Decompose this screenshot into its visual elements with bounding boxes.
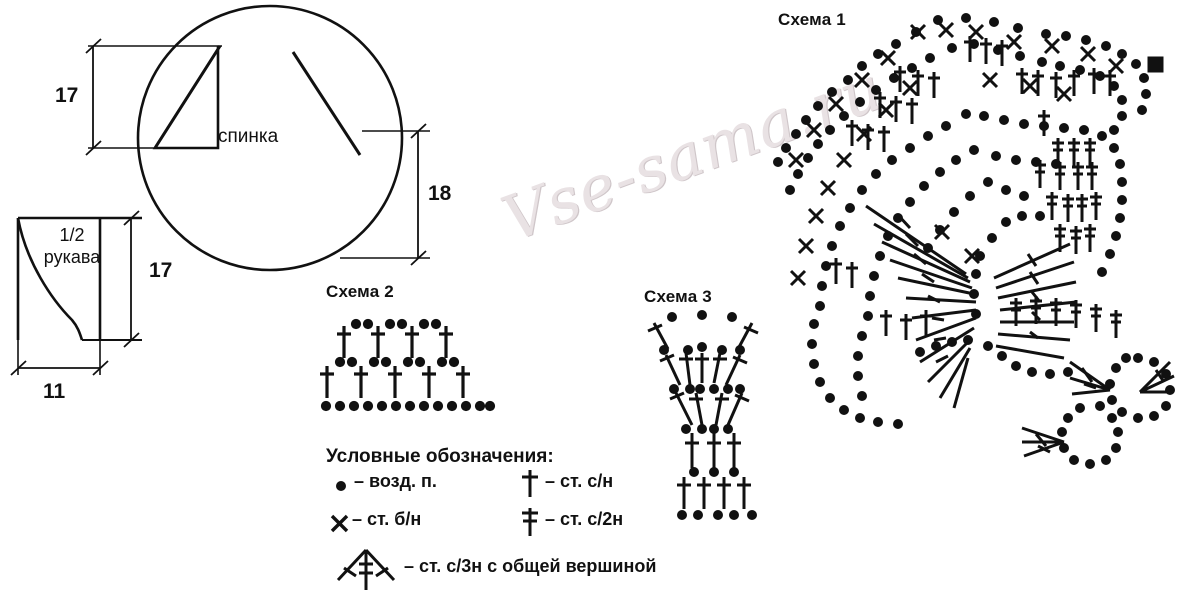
dimension-label-back-width: 18 (428, 182, 452, 205)
scheme3-row3-chains (669, 384, 745, 394)
back-piece-circle (136, 4, 404, 272)
scheme1-outer-chain-arc-2 (773, 27, 921, 167)
scheme3-row2-posts (685, 433, 741, 468)
scheme2-row2-chains (350, 318, 442, 330)
scheme1-picot-ring-2 (1057, 401, 1123, 469)
neckline-diagonal-left (153, 45, 222, 149)
scheme3-row1-chains (689, 467, 739, 477)
shoulder-slash-right (291, 51, 362, 156)
sleeve-label-word: рукава (43, 247, 101, 267)
scheme1-inner-chain-arc-1 (961, 109, 1127, 277)
legend-desc: ст. с/2н (560, 509, 624, 529)
scheme-3-title: Схема 3 (644, 287, 712, 306)
scheme2-foundation-chain (320, 400, 496, 412)
start-marker-square (1147, 56, 1164, 73)
legend-icon-cluster-three-together (336, 548, 396, 590)
scheme3-row2-chains (681, 424, 733, 434)
scheme2-row1-posts (320, 366, 470, 398)
scheme-2-chart (320, 318, 496, 412)
legend-dash: – (545, 509, 556, 529)
legend-icon-double-crochet-cross (522, 470, 538, 497)
scheme1-inner-chain-arc-2 (815, 121, 951, 311)
legend-dash: – (354, 471, 365, 491)
scheme1-treble-fan-right (1032, 136, 1104, 256)
garment-schematic (10, 4, 430, 376)
scheme1-lower-left-chain (807, 319, 903, 429)
scheme-1-chart (773, 13, 1175, 469)
scheme2-row1-chains (334, 356, 460, 368)
dimension-tick (10, 360, 27, 376)
scheme1-posts-upper-right (844, 34, 1118, 154)
scheme1-picot-ring-1 (1105, 353, 1175, 423)
scheme-1-title: Схема 1 (778, 10, 846, 29)
scheme1-radiating-stitches-left (865, 204, 977, 409)
legend-label-chain-stitch: – возд. п. (354, 471, 437, 492)
legend-label-double-crochet: – ст. с/н (545, 471, 613, 492)
legend-desc: ст. б/н (367, 509, 422, 529)
sleeve-label-fraction: 1/2 (59, 225, 85, 245)
scheme1-bottom-chain-arc (915, 335, 1073, 379)
legend-icon-chain-stitch-dot (336, 481, 346, 491)
scheme3-row5-outer (647, 322, 759, 350)
scheme1-inner-chain-arc-5 (969, 211, 1045, 319)
scheme1-cluster-stitches (1021, 360, 1175, 458)
dimension-tick (410, 250, 427, 266)
scheme3-row1-posts (677, 477, 751, 509)
legend-icon-treble-crochet-cross (522, 508, 538, 536)
scheme3-row3-cluster (669, 391, 750, 426)
legend-title: Условные обозначения: (326, 446, 554, 467)
dimension-tick (85, 140, 102, 156)
dimension-label-back-neck: 17 (55, 84, 79, 107)
scheme1-radiating-ticks-right (1026, 253, 1042, 340)
dimension-tick (85, 38, 102, 54)
dimension-label-sleeve-height: 17 (149, 259, 173, 282)
legend-desc: ст. с/3н с общей вершиной (419, 556, 657, 576)
dimension-label-sleeve-width: 11 (43, 380, 66, 403)
scheme3-row5-chains (667, 310, 737, 322)
legend-dash: – (545, 471, 556, 491)
legend-label-cluster: – ст. с/3н с общей вершиной (404, 556, 656, 577)
scheme3-row4-fan (659, 352, 748, 386)
legend-desc: ст. с/н (560, 471, 614, 491)
dimension-tick (123, 210, 140, 226)
legend-label-single-crochet: – ст. б/н (352, 509, 421, 530)
back-piece-label: спинка (218, 126, 279, 147)
dimension-tick (123, 332, 140, 348)
legend-desc: возд. п. (369, 471, 437, 491)
legend-icon-single-crochet-x (330, 514, 349, 533)
legend-dash: – (404, 556, 415, 576)
scheme1-inner-chain-arc-4 (923, 151, 1061, 253)
dimension-tick (410, 123, 427, 139)
legend-dash: – (352, 509, 363, 529)
scheme3-foundation-chain (677, 510, 757, 520)
legend-label-treble-crochet: – ст. с/2н (545, 509, 623, 530)
dimension-tick (92, 360, 109, 376)
scheme-2-title: Схема 2 (326, 282, 394, 301)
scheme2-row2-posts (337, 326, 453, 358)
scheme-3-chart (647, 310, 759, 520)
scheme1-inner-chain-arc-3 (863, 145, 979, 321)
sleeve-cap-curve (16, 217, 84, 341)
